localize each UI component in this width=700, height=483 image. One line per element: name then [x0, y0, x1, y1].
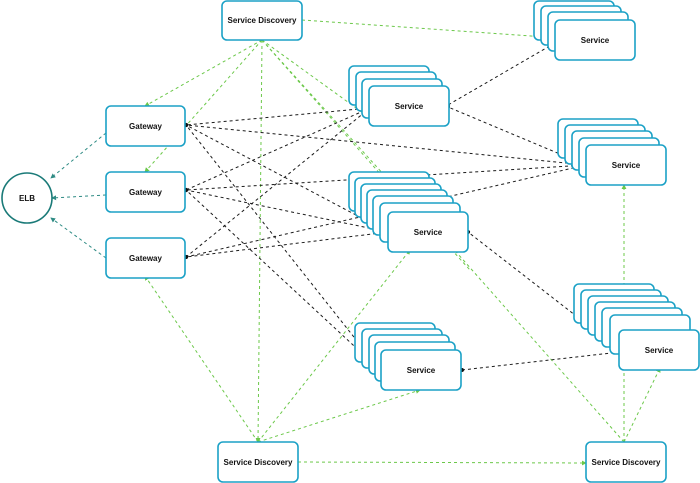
edge-discovery-bl-discovery-br	[297, 460, 587, 466]
edge-discovery-top-service-far	[301, 19, 561, 41]
service-label-far-right-top: Service	[581, 36, 610, 45]
edge-discovery-top-service-mid	[261, 39, 371, 119]
service-label-center: Service	[414, 228, 443, 237]
elb-circle	[1, 172, 53, 224]
edge-gw3-service-center	[183, 231, 389, 260]
service-discovery-top-label: Service Discovery	[228, 16, 297, 25]
edge-gateway1-elb	[50, 132, 107, 179]
edge-discovery-top-discovery-bl	[255, 39, 263, 443]
edge-far-to-service-mid	[445, 39, 561, 108]
edge-discovery-br-service-right-lower	[623, 367, 661, 443]
service-stack-far-right-top: Service	[533, 0, 636, 61]
edge-right-lower-to-service-lower	[459, 351, 621, 373]
service-discovery-bottom-right: Service Discovery	[585, 441, 667, 483]
edge-discovery-bl-service-lower	[257, 388, 421, 443]
service-stack-right-mid: Service	[557, 118, 667, 186]
edge-gw2-service-mid	[183, 107, 371, 193]
service-discovery-bottom-left: Service Discovery	[217, 441, 299, 483]
edge-gateway2-elb	[51, 194, 107, 201]
gateway-label-1: Gateway	[129, 122, 162, 131]
edge-discovery-top-gateway2	[144, 39, 263, 173]
service-stack-lower-mid: Service	[354, 322, 462, 391]
edge-gw2-service-lower	[183, 187, 381, 371]
service-stack-center: Service	[348, 171, 469, 253]
edge-gw1-service-lower	[183, 122, 381, 371]
gateway-node-1: Gateway	[105, 105, 186, 147]
gateway-label-2: Gateway	[129, 188, 162, 197]
edge-discovery-top-gateway1	[144, 39, 263, 107]
edge-gateway3-elb	[50, 217, 107, 259]
gateway-node-3: Gateway	[105, 237, 186, 279]
edge-gw1-service-right-mid	[183, 122, 587, 166]
edge-gw1-service-center	[183, 122, 389, 233]
service-discovery-bottom-right-label: Service Discovery	[592, 458, 661, 467]
edge-gw2-service-center	[183, 187, 389, 233]
edge-gw1-service-mid	[183, 107, 371, 128]
edge-discovery-bl-gateway3	[144, 275, 259, 443]
edge-discovery-br-service-center	[449, 244, 625, 443]
service-label-right-mid: Service	[612, 161, 641, 170]
service-discovery-bottom-left-label: Service Discovery	[224, 458, 293, 467]
gateway-node-2: Gateway	[105, 171, 186, 213]
elb-label: ELB	[19, 194, 35, 203]
service-label-mid-top: Service	[395, 102, 424, 111]
gateway-label-3: Gateway	[129, 254, 162, 263]
service-label-lower-mid: Service	[407, 366, 436, 375]
service-discovery-top: Service Discovery	[221, 0, 303, 41]
service-stack-right-lower: Service	[573, 283, 700, 371]
service-label-right-lower: Service	[645, 346, 674, 355]
edge-discovery-bl-service-center	[257, 249, 411, 443]
elb-node: ELB	[1, 172, 53, 224]
service-stack-mid-top: Service	[348, 65, 450, 127]
